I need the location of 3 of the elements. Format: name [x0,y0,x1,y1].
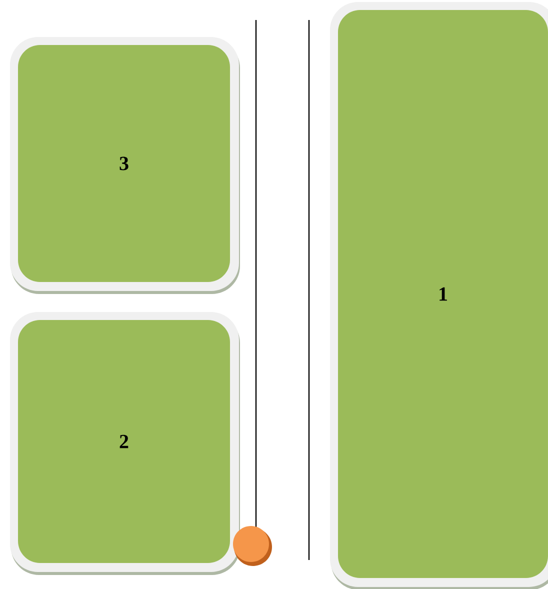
rounded-box: 2 [10,312,240,575]
rounded-box: 1 [330,2,548,589]
rounded-box: 3 [10,37,240,294]
